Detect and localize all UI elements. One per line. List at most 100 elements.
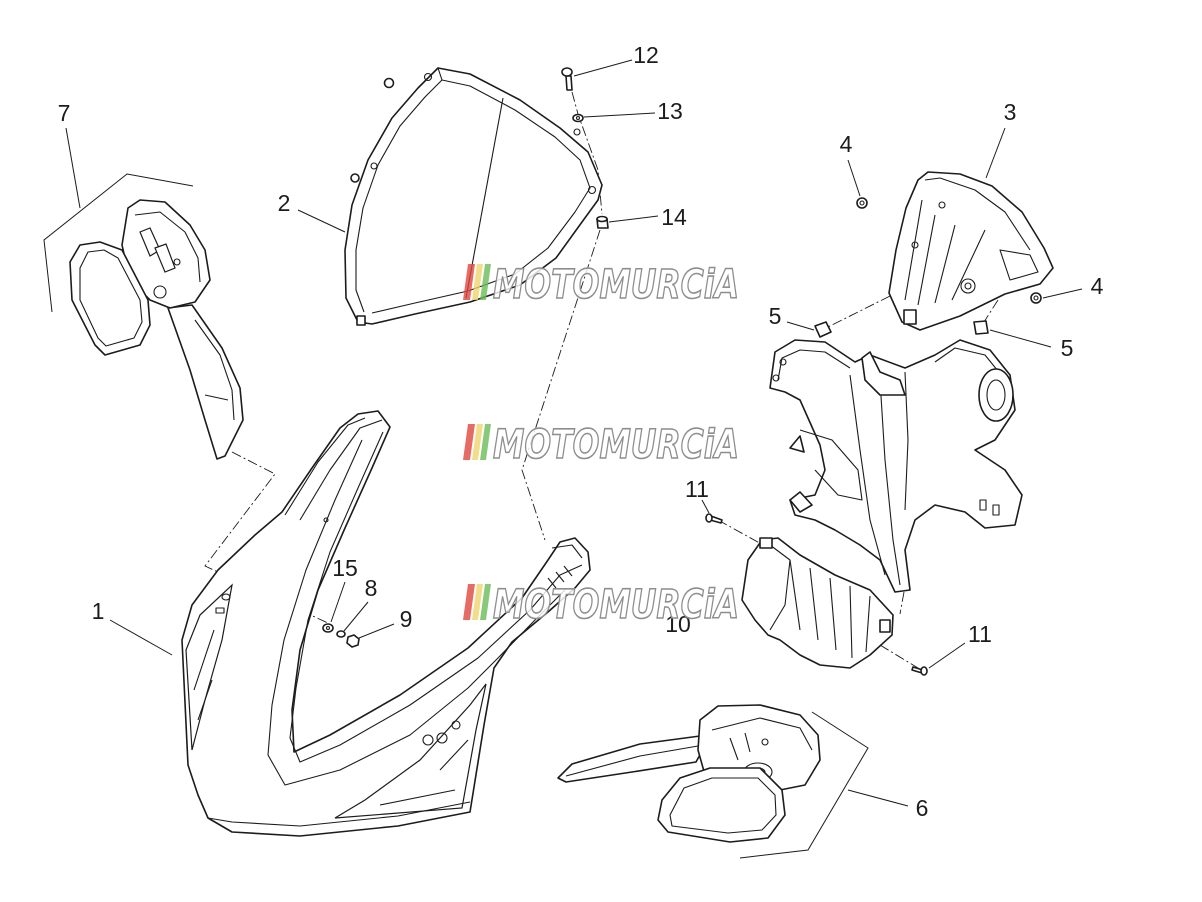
watermark-stripe-red [463,584,475,620]
washer-part-8 [336,630,346,638]
fairing-band-line [289,431,583,763]
support-hole [779,358,787,366]
callout-part-7: 7 [58,100,71,126]
right-mirror-arm [557,735,707,783]
watermark-stripe-yellow [472,264,483,300]
screw-part-11-right [911,666,928,676]
windscreen-hole [587,185,597,195]
watermark-stripe-yellow [472,424,483,460]
right-mirror-glass-inner [669,777,777,834]
fairing-hole [221,593,231,601]
callout-part-13: 13 [657,98,683,124]
lower-panel-rib [849,585,853,659]
fairing-fin-line [299,419,383,521]
top-cover-rib [904,199,923,301]
leader-lines [65,59,1083,807]
left-mirror-hole [173,258,181,266]
windscreen-hole [370,162,378,170]
nut-body [346,634,360,648]
leader-part-1 [109,619,173,656]
leader-part-2 [297,209,346,233]
support-tab [789,435,805,453]
callout-part-8: 8 [365,575,378,601]
left-mirror-part-7 [43,173,244,460]
front-fairing-part-1 [181,410,591,837]
leader-part-11-left [701,499,710,514]
leader-part-11-right [928,642,966,669]
assembly-line-mirror-left [204,451,331,625]
callout-part-6: 6 [916,795,929,821]
screw-head [705,513,713,523]
assembly-line-windscreen [521,229,601,541]
leader-part-15 [330,581,346,623]
washer-body [572,113,584,123]
callout-part-14: 14 [661,204,687,230]
callout-part-5-right: 5 [1061,335,1074,361]
fairing-nose-strip [207,801,471,827]
support-left-bracket [799,429,863,501]
callout-part-15: 15 [332,555,358,581]
support-left-arm-edge [777,349,851,381]
fairing-fin-dot [323,517,329,523]
fairing-right-arm-ribs [547,565,573,589]
windscreen-part-2 [344,67,603,326]
top-cover-boss-hole [964,282,972,290]
left-mirror-pivot [153,285,167,299]
callout-part-2: 2 [278,190,291,216]
leader-part-14 [608,215,659,223]
washer-part-13 [572,113,584,123]
nut-hole [859,200,865,206]
top-cover-part-3 [888,171,1054,331]
callout-part-5-left: 5 [769,303,782,329]
fairing-band-line [267,439,566,786]
support-top-bracket [861,351,906,396]
top-cover-hole [938,201,946,209]
left-mirror-glass-inner [79,249,143,347]
leader-part-5-right [989,329,1052,348]
watermark-logo: MOTOMURCiA [463,421,740,469]
lower-panel-rib [829,577,837,651]
lower-panel-rib [865,595,871,653]
top-cover-inner-curve [924,177,1031,251]
callout-part-12: 12 [633,42,659,68]
nut-part-4-right [1030,292,1042,304]
callout-part-4-right: 4 [1091,273,1104,299]
watermark-stripe-red [463,264,475,300]
top-cover-rib [934,224,956,304]
left-mirror-glass [69,241,151,356]
left-mirror-housing-inner [134,211,201,283]
nut-body [1030,292,1042,304]
windscreen-bottom-tab [356,315,366,326]
windscreen-hole [423,72,433,82]
watermark-text: MOTOMURCiA [493,582,739,628]
watermark-text: MOTOMURCiA [493,262,739,308]
watermark-stripe-green [480,424,491,460]
right-mirror-glass [657,767,786,843]
nut-top [596,215,608,223]
leader-part-7 [65,127,81,209]
washer-hole [575,115,581,121]
right-mirror-part-6 [557,704,869,859]
support-centre-rib [849,374,886,576]
fairing-left-intake-hatch [193,629,215,721]
support-tab [789,491,813,513]
support-lamp-ring [978,368,1014,422]
left-mirror-mount-tab [154,243,176,273]
fairing-right-arm-tip [551,544,583,559]
screw-part-11-left [705,513,723,524]
assembly-line-screw-left [717,519,766,547]
support-slot [992,504,1000,516]
top-cover-rib [951,229,986,301]
headlight-support-bracket [769,339,1023,593]
watermark-stripe-red [463,424,475,460]
bracket-part-6 [739,711,869,859]
support-slot [979,499,987,511]
screw-head [920,666,928,676]
assembly-line-panel [899,591,905,615]
support-right-arm-edge [934,347,1003,377]
front-fairing-outline [181,410,591,837]
top-cover-rib [917,214,936,306]
lower-panel-rib [809,567,819,641]
top-cover-hole [911,241,919,249]
